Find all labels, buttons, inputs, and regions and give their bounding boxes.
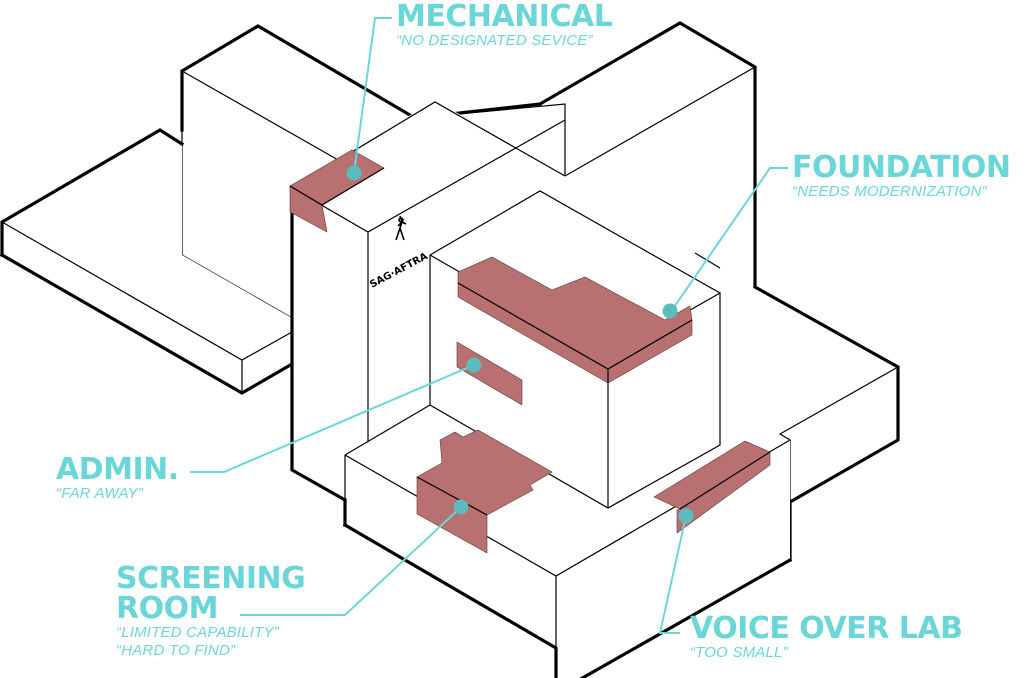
callout-foundation: FOUNDATION “NEEDS MODERNIZATION” xyxy=(792,153,1011,201)
callout-title: FOUNDATION xyxy=(792,150,1011,185)
callout-title-line: SCREENING xyxy=(116,561,306,596)
callout-note: “FAR AWAY” xyxy=(56,485,144,502)
marker-dot-voice xyxy=(678,508,694,524)
left-wing xyxy=(0,128,295,395)
leader-foundation xyxy=(669,167,788,314)
callout-voice-over-lab: VOICE OVER LAB “TOO SMALL” xyxy=(690,611,963,662)
zone-edge xyxy=(289,167,385,206)
zone-face xyxy=(416,429,553,516)
callout-screening-room: SCREENING ROOM “LIMITED CAPABILITY” “HAR… xyxy=(116,561,306,660)
callout-title: ADMIN. xyxy=(56,452,179,487)
callout-title-line: ROOM xyxy=(116,591,218,626)
leader-lines xyxy=(190,17,788,634)
zones xyxy=(289,149,771,554)
marker-dot-admin xyxy=(466,357,482,373)
callout-title: VOICE OVER LAB xyxy=(690,611,963,646)
callout-note: “NO DESIGNATED SEVICE” xyxy=(396,32,593,49)
callout-mechanical: MECHANICAL “NO DESIGNATED SEVICE” xyxy=(396,0,613,50)
leader-admin xyxy=(190,364,475,473)
marker-dot-foundation xyxy=(662,303,678,319)
marker-dots xyxy=(346,165,694,524)
zone-edge xyxy=(416,476,488,516)
callout-note: “LIMITED CAPABILITY” xyxy=(116,624,279,641)
callout-note: “NEEDS MODERNIZATION” xyxy=(792,183,987,200)
callout-note: “HARD TO FIND” xyxy=(116,642,236,659)
marker-dot-mechanical xyxy=(346,165,362,181)
callout-admin: ADMIN. “FAR AWAY” xyxy=(56,455,179,503)
back-right-tower xyxy=(537,21,757,289)
marker-dot-screening xyxy=(453,499,469,515)
callout-note: “TOO SMALL” xyxy=(690,644,788,661)
callout-title: MECHANICAL xyxy=(396,0,613,34)
performer-figure-icon xyxy=(395,215,407,241)
zone-foundation xyxy=(457,256,693,384)
leader-voice xyxy=(658,515,687,634)
leader-mechanical xyxy=(353,17,392,174)
leader-screening xyxy=(240,506,462,616)
zone-edge xyxy=(679,451,771,510)
